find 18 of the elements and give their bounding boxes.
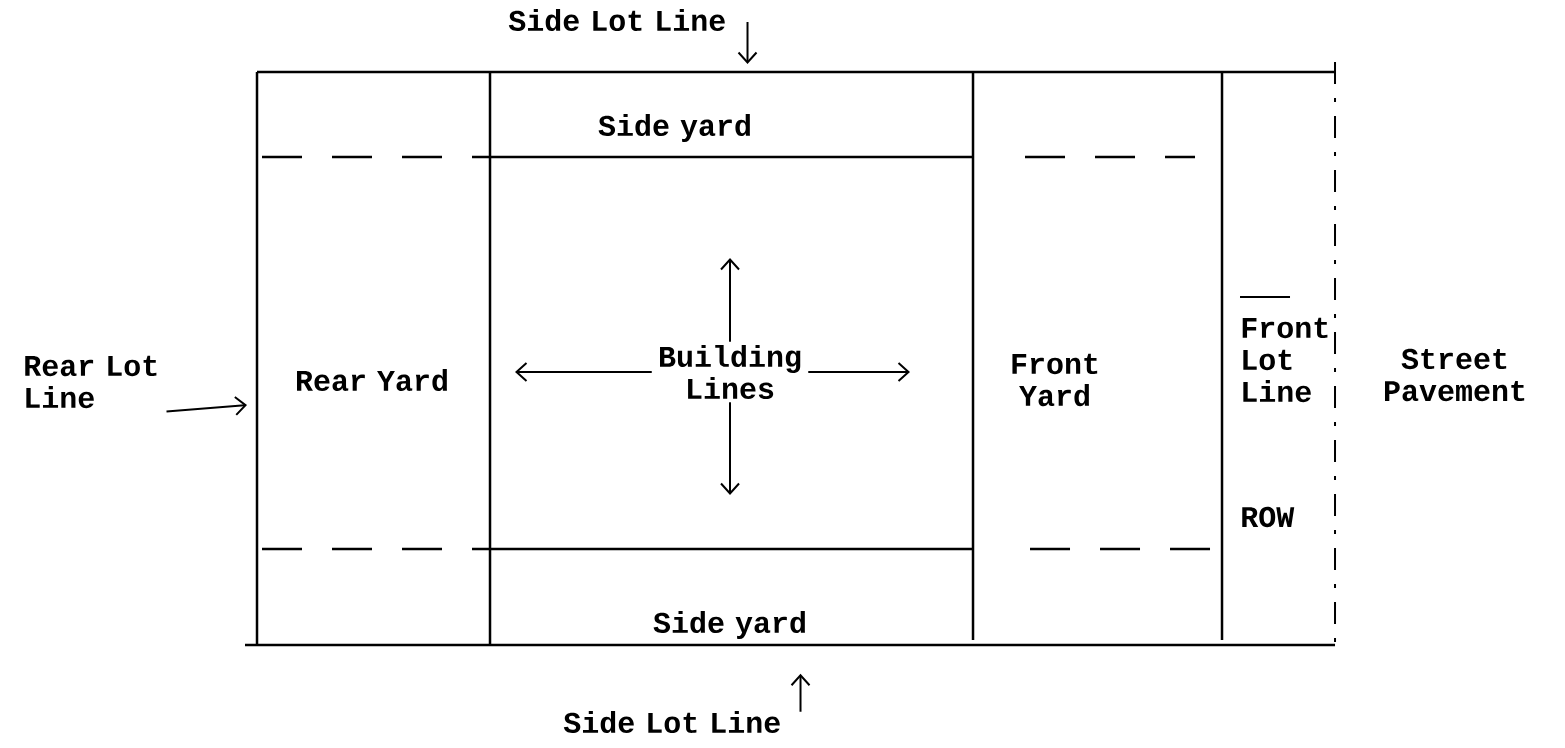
area-label: Side yard <box>598 114 750 142</box>
leader-arrow <box>165 395 247 416</box>
area-label: Front Yard <box>1012 353 1098 407</box>
area-label: Side yard <box>653 611 805 639</box>
leader-arrow <box>737 21 758 64</box>
area-label: Front Lot Line <box>1242 317 1328 403</box>
area-label: ROW <box>1242 506 1295 528</box>
callout-text: Side Lot Line <box>563 711 780 734</box>
leader-arrow <box>720 258 740 343</box>
leader-arrow <box>515 362 653 382</box>
leader-arrow <box>807 362 910 382</box>
area-label: Street Pavement <box>1385 348 1525 402</box>
callout-text: Rear Lot Line <box>25 355 157 409</box>
leader-arrow <box>720 401 740 495</box>
callout-text: Side Lot Line <box>508 9 725 32</box>
area-label: Rear Yard <box>297 369 447 392</box>
callout-text: Building Lines <box>660 345 801 400</box>
leader-arrow <box>790 673 811 713</box>
